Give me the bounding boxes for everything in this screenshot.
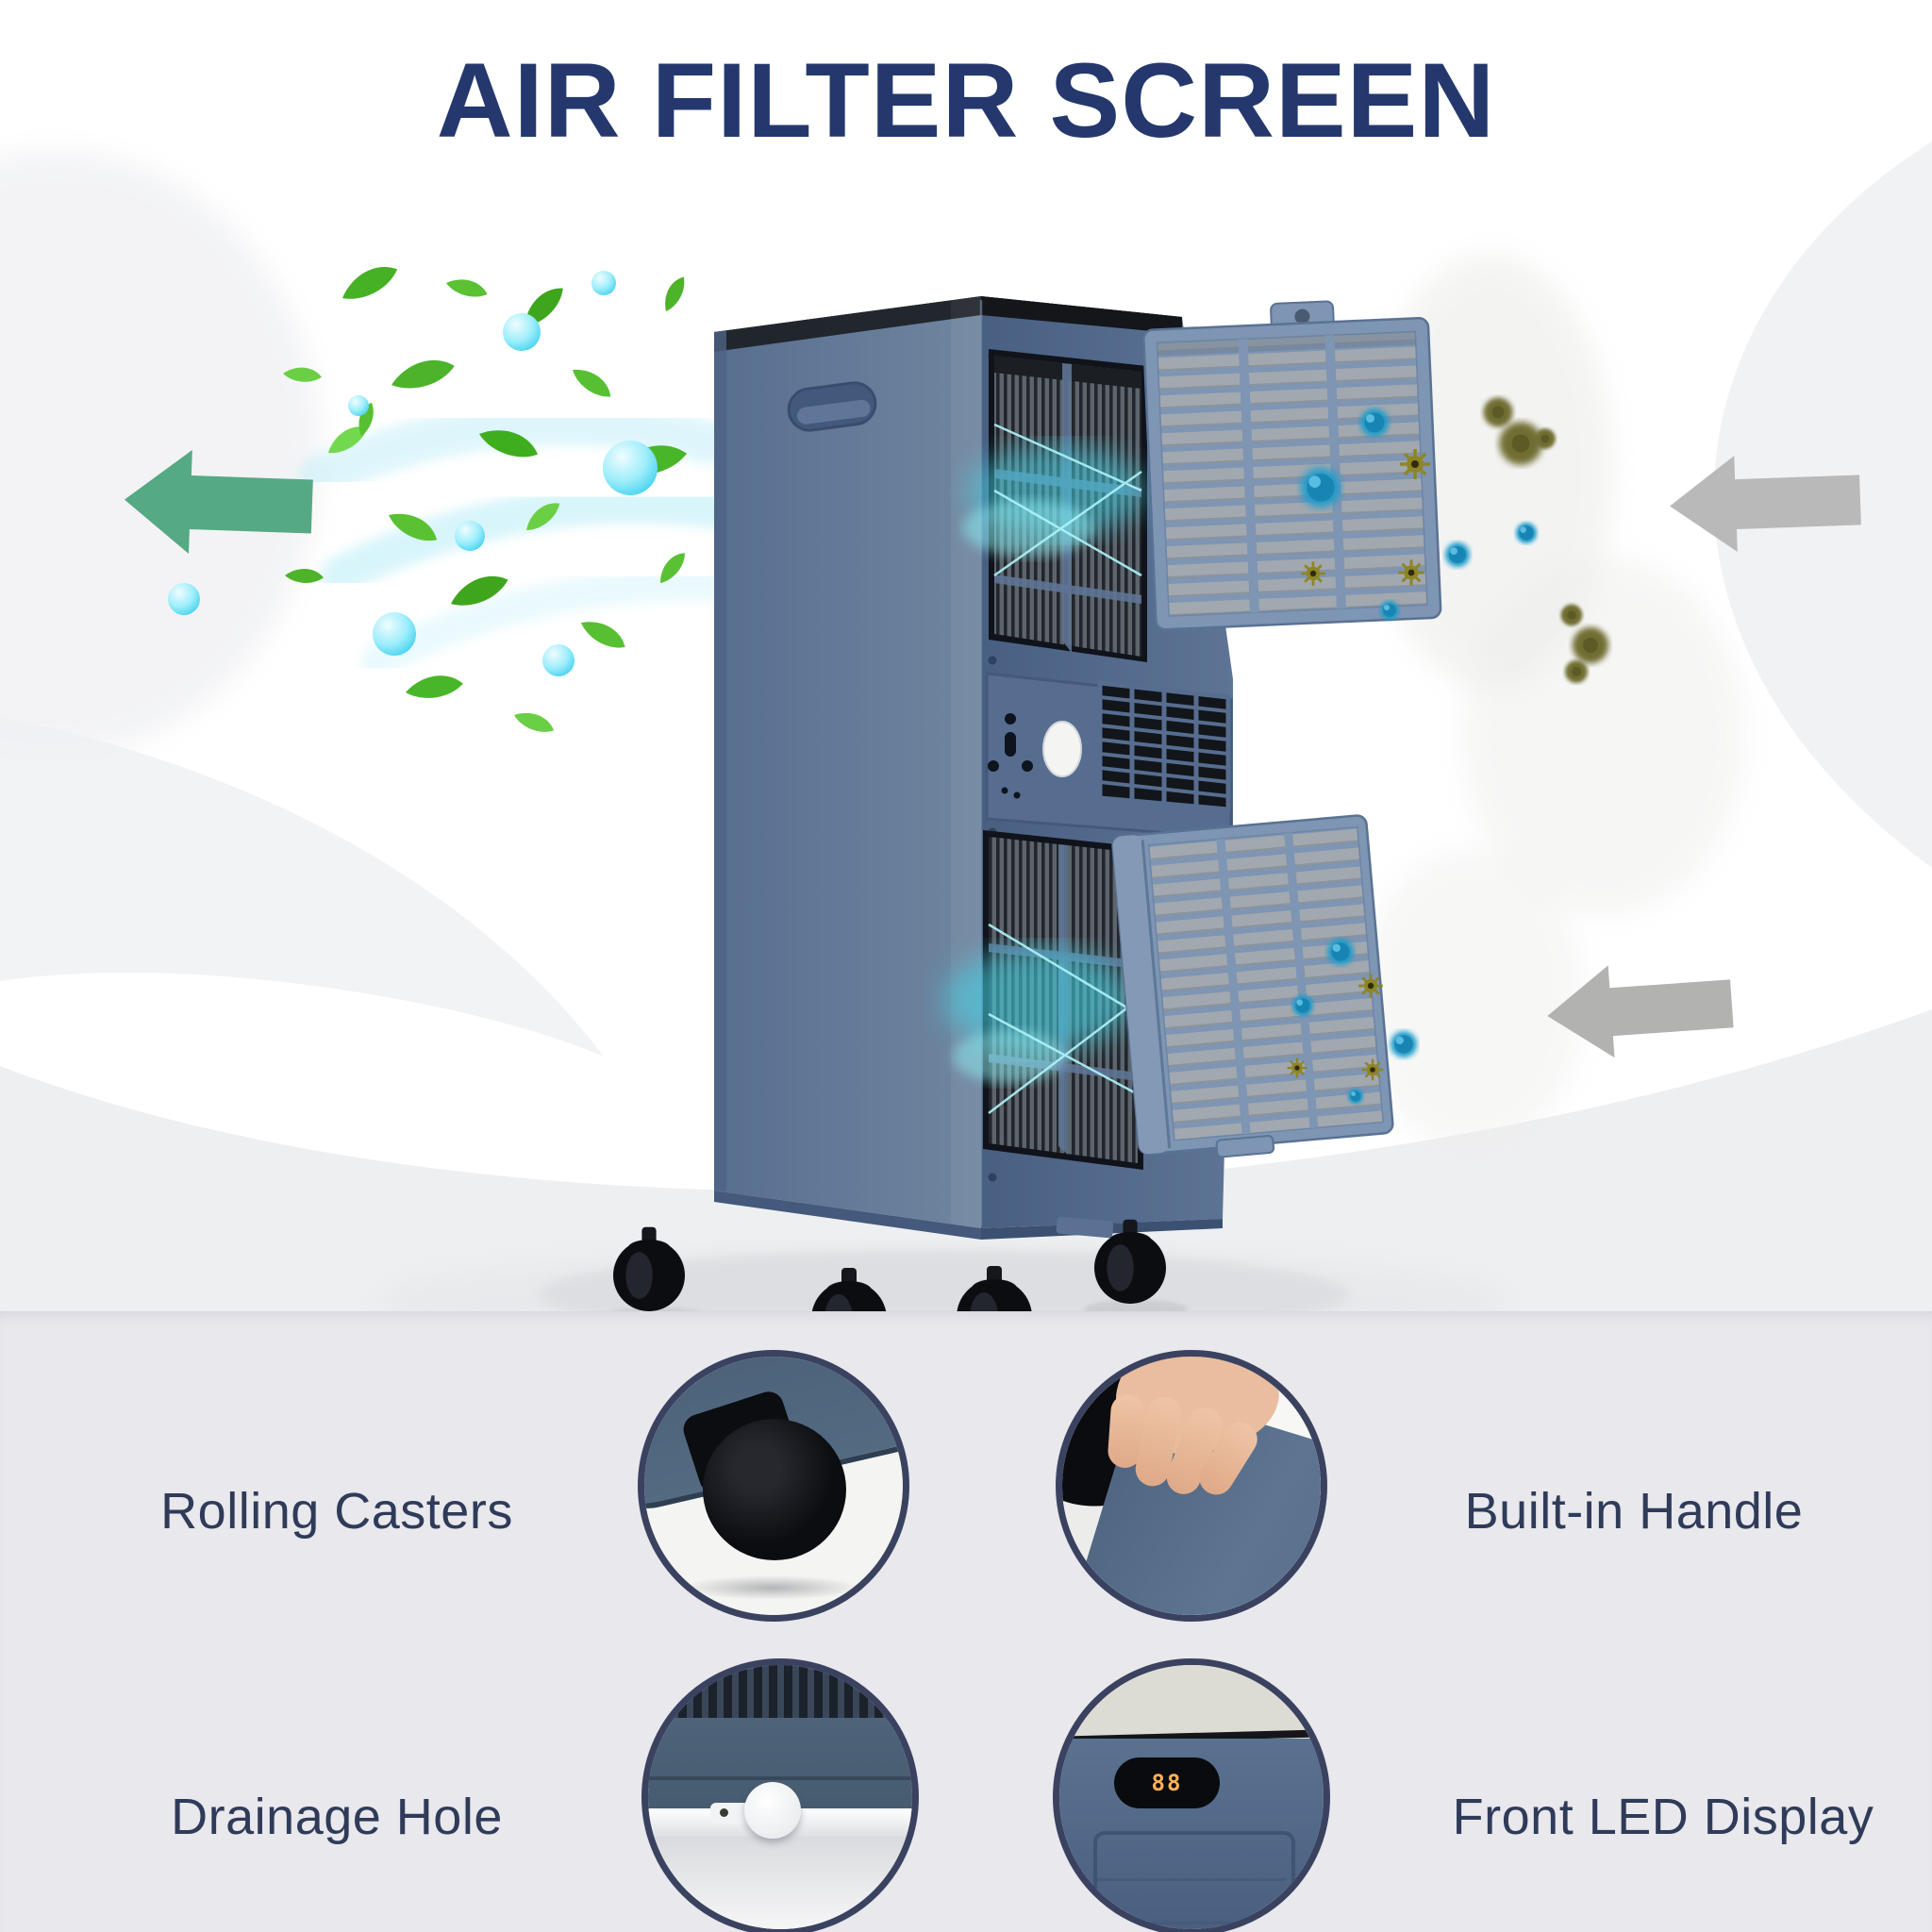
feature-label-drainage-hole: Drainage Hole — [171, 1789, 503, 1845]
led-value: 88 — [1151, 1770, 1183, 1796]
drain-plug — [744, 1782, 801, 1839]
built-in-handle-icon — [1056, 1350, 1327, 1622]
drainage-hole-icon — [641, 1658, 919, 1932]
top-filter-panel — [1142, 300, 1442, 631]
caster-wheels — [613, 1219, 1188, 1311]
floor — [648, 1837, 912, 1929]
bottom-filter-panel — [1111, 814, 1394, 1158]
caster-wheel — [703, 1419, 846, 1560]
front-panel-recess — [1093, 1831, 1295, 1929]
feature-label-built-in-handle: Built-in Handle — [1464, 1483, 1804, 1540]
caster-shadow — [682, 1575, 861, 1600]
background-swooshes — [0, 142, 1932, 1311]
bubbles-decoration — [168, 271, 658, 676]
drain-cap — [1042, 721, 1082, 777]
background — [1059, 1665, 1324, 1739]
seam — [1097, 1878, 1286, 1881]
led-display: 88 — [1114, 1757, 1220, 1808]
dirty-air-arrow-bottom-icon — [1547, 965, 1734, 1058]
rolling-casters-icon — [638, 1350, 909, 1622]
unit-front-face — [714, 296, 981, 1228]
upper-filter-opening — [962, 349, 1147, 662]
feature-label-front-led-display: Front LED Display — [1452, 1789, 1874, 1845]
drain-dot — [720, 1808, 728, 1817]
dirty-air-arrow-top-icon — [1670, 456, 1861, 553]
power-socket-icon — [988, 713, 1033, 799]
lower-filter-opening — [943, 830, 1143, 1170]
unit-bottom-vent — [648, 1665, 912, 1720]
front-led-display-icon: 88 — [1053, 1658, 1330, 1932]
side-handle-cutout — [787, 381, 877, 432]
seam — [1097, 1922, 1286, 1924]
feature-label-rolling-casters: Rolling Casters — [160, 1483, 513, 1540]
clean-air-stream — [299, 402, 734, 676]
drain-stem — [710, 1803, 752, 1824]
air-purifier-unit — [613, 296, 1233, 1311]
exhaust-vent-grille — [1097, 680, 1231, 812]
clean-air-arrow-icon — [124, 450, 313, 554]
air-filter-illustration — [0, 142, 1932, 1311]
page-title: AIR FILTER SCREEN — [436, 42, 1496, 159]
seam — [648, 1776, 912, 1780]
middle-service-panel — [985, 672, 1233, 840]
features-section — [0, 1311, 1932, 1932]
